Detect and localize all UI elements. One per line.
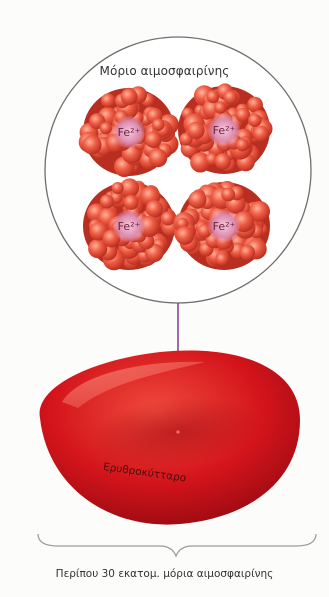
caption-label: Περίπου 30 εκατομ. μόρια αιμοσφαιρίνης xyxy=(0,568,329,580)
red-blood-cell xyxy=(40,350,300,524)
iron-label: Fe²⁺ xyxy=(118,220,141,233)
molecule-title-label: Μόριο αιμοσφαιρίνης xyxy=(0,64,329,78)
iron-label: Fe²⁺ xyxy=(118,126,141,139)
iron-label: Fe²⁺ xyxy=(213,220,236,233)
brace-bracket xyxy=(38,534,316,556)
iron-label: Fe²⁺ xyxy=(213,124,236,137)
